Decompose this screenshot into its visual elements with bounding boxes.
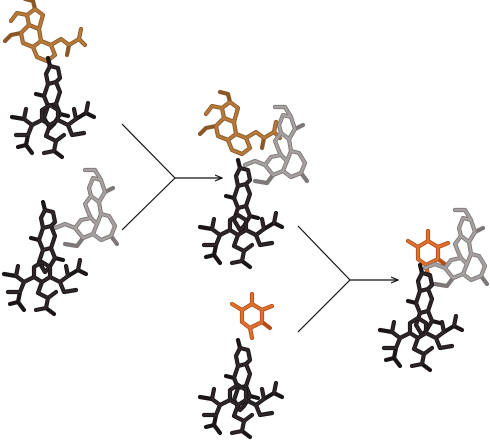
dark-oligo-linker	[31, 202, 63, 272]
structure-intermediate	[200, 92, 307, 267]
combine-arrow-1	[121, 123, 222, 231]
combine-arrow-2	[297, 225, 398, 333]
arrow-1-lower-branch	[121, 177, 176, 231]
dark-tbutyl-anchor	[200, 213, 282, 267]
dark-tbutyl-anchor	[380, 316, 462, 370]
structure-product	[380, 210, 487, 370]
grey-macrocycle-fragment	[245, 107, 307, 183]
dark-tbutyl-anchor	[12, 103, 94, 157]
brown-aromatic-fragment	[200, 92, 280, 154]
grey-macrocycle-fragment	[425, 210, 487, 286]
brown-aromatic-fragment	[5, 0, 85, 61]
structure-reactant-1	[5, 0, 94, 157]
arrow-1-upper-branch	[121, 123, 176, 179]
arrow-2-lower-branch	[297, 279, 351, 333]
orange-phenyl-fragment	[232, 294, 272, 338]
arrow-2-upper-branch	[297, 225, 351, 281]
grey-macrocycle-fragment	[55, 170, 117, 246]
structure-reactant-3	[200, 294, 282, 437]
structure-reactant-2	[4, 170, 117, 314]
